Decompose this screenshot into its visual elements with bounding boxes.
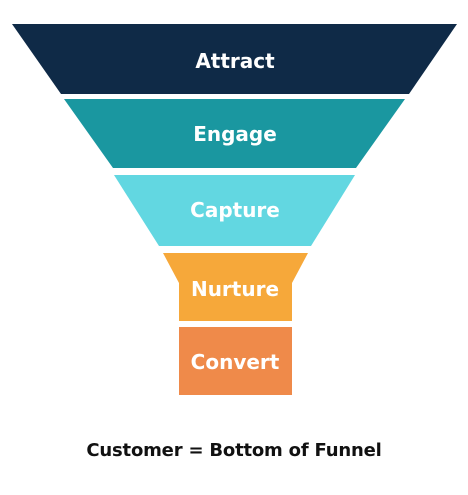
funnel-stage-nurture-shape xyxy=(163,253,308,321)
funnel-stage-convert-shape xyxy=(179,327,292,395)
funnel-stage-attract-label: Attract xyxy=(195,49,275,73)
funnel-stage-convert: Convert xyxy=(179,327,292,395)
funnel-stage-engage: Engage xyxy=(64,99,405,168)
funnel-stage-capture-shape xyxy=(114,175,355,246)
funnel-caption: Customer = Bottom of Funnel xyxy=(86,440,382,461)
funnel-stage-attract-shape xyxy=(12,24,457,94)
funnel-stage-capture-label: Capture xyxy=(190,198,280,222)
funnel-stage-engage-shape xyxy=(64,99,405,168)
funnel-stage-nurture: Nurture xyxy=(163,253,308,321)
funnel-stage-engage-label: Engage xyxy=(193,122,277,146)
funnel-stage-capture: Capture xyxy=(114,175,355,246)
funnel-stage-convert-label: Convert xyxy=(191,350,280,374)
funnel-stage-attract: Attract xyxy=(12,24,457,94)
funnel-diagram: Attract Engage Capture Nurture Convert xyxy=(12,24,457,395)
funnel-stage-nurture-label: Nurture xyxy=(191,277,279,301)
